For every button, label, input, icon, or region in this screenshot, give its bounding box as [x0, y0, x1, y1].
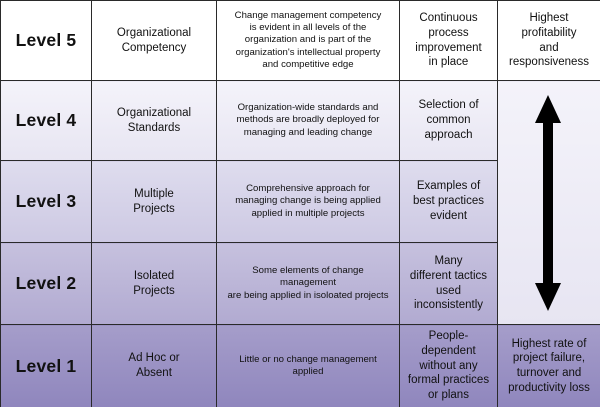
level-label: Level 3 — [0, 160, 92, 243]
process-cell: Many different tactics used inconsistent… — [399, 242, 498, 325]
level-name-line: Ad Hoc or — [128, 352, 180, 365]
results-arrow-cell — [497, 80, 600, 325]
level-name-line: Multiple — [134, 187, 174, 200]
results-cell: Highest profitability and responsiveness — [497, 0, 600, 81]
results-line: project failure, — [512, 352, 586, 365]
level-description: Change management competency is evident … — [216, 0, 400, 81]
process-line: improvement — [415, 41, 482, 54]
level-name: Organizational Standards — [91, 80, 217, 161]
description-line: applied in multiple projects — [251, 207, 365, 219]
level-name-line: Organizational — [116, 106, 192, 119]
results-line: productivity loss — [508, 381, 590, 394]
results-line: responsiveness — [509, 56, 589, 69]
level-label: Level 1 — [0, 324, 92, 407]
level-name: Ad Hoc or Absent — [91, 324, 217, 407]
results-line: and — [539, 41, 559, 54]
process-line: common — [426, 114, 471, 127]
description-line: organization and is part of the — [244, 34, 372, 46]
description-line: methods are broadly deployed for — [236, 114, 380, 126]
process-line: People-dependent — [421, 330, 476, 357]
description-line: Some elements of change management — [252, 265, 364, 289]
process-line: evident — [429, 209, 468, 222]
process-cell: Continuous process improvement in place — [399, 0, 498, 81]
process-line: used — [436, 284, 461, 297]
level-description: Comprehensive approach for managing chan… — [216, 160, 400, 243]
process-line: in place — [428, 56, 469, 69]
description-line: managing change is being applied — [235, 195, 381, 207]
description-line: Change management competency — [234, 9, 382, 21]
level-name: Multiple Projects — [91, 160, 217, 243]
process-line: or plans — [428, 389, 469, 402]
process-cell: Examples of best practices evident — [399, 160, 498, 243]
level-description: Little or no change management applied — [216, 324, 400, 407]
description-line: Little or no change management applied — [239, 353, 377, 377]
description-line: organization's intellectual property — [235, 46, 381, 58]
level-name: Organizational Competency — [91, 0, 217, 81]
level-name-line: Absent — [136, 367, 172, 379]
results-line: turnover and — [516, 367, 582, 379]
level-1-row: Level 1 Ad Hoc or Absent Little or no ch… — [0, 324, 600, 407]
level-name-line: Projects — [133, 202, 175, 215]
level-2-row: Level 2 Isolated Projects Some elements … — [0, 242, 600, 325]
results-line: Highest rate of — [511, 337, 587, 350]
description-line: is evident in all levels of the — [249, 22, 367, 34]
level-4-row: Level 4 Organizational Standards Organiz… — [0, 80, 600, 325]
process-line: Many — [434, 255, 463, 268]
process-line: without any — [419, 359, 478, 372]
process-line: Selection of — [418, 99, 479, 112]
level-name-line: Standards — [127, 121, 181, 134]
level-name-line: Competency — [121, 41, 187, 54]
process-cell: People-dependent without any formal prac… — [399, 324, 498, 407]
level-label: Level 2 — [0, 242, 92, 325]
description-line: managing and leading change — [243, 126, 373, 138]
level-label: Level 5 — [0, 0, 92, 81]
process-line: Continuous — [419, 12, 478, 25]
results-line: Highest — [529, 12, 569, 25]
description-line: Organization-wide standards and — [237, 102, 379, 114]
level-description: Organization-wide standards and methods … — [216, 80, 400, 161]
level-3-row: Level 3 Multiple Projects Comprehensive … — [0, 160, 600, 243]
level-name-line: Isolated — [133, 269, 175, 282]
process-line: inconsistently — [413, 299, 484, 312]
description-line: and competitive edge — [262, 58, 354, 70]
level-name: Isolated Projects — [91, 242, 217, 325]
level-description: Some elements of change management are b… — [216, 242, 400, 325]
process-line: process — [428, 26, 469, 39]
level-name-line: Projects — [133, 284, 175, 297]
process-line: different tactics — [409, 269, 488, 282]
description-line: are being applied in isoloated projects — [227, 289, 389, 301]
process-line: formal practices — [407, 374, 490, 387]
level-label: Level 4 — [0, 80, 92, 161]
level-name-line: Organizational — [116, 26, 192, 39]
results-line: profitability — [521, 26, 577, 39]
process-line: approach — [424, 128, 473, 141]
process-cell: Selection of common approach — [399, 80, 498, 161]
process-line: best practices — [413, 195, 484, 208]
process-line: Examples of — [416, 180, 481, 193]
level-5-row: Level 5 Organizational Competency Change… — [0, 0, 600, 81]
description-line: Comprehensive approach for — [246, 183, 370, 195]
results-cell: Highest rate of project failure, turnove… — [497, 324, 600, 407]
